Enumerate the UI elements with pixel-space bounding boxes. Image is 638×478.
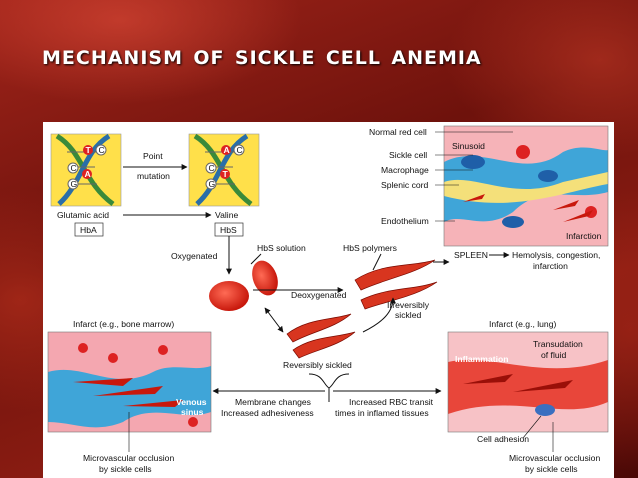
sickled-label: sickled	[395, 310, 421, 320]
sickle-cell-label: Sickle cell	[389, 150, 427, 160]
inflamed-tissues-label: times in inflamed tissues	[335, 408, 429, 418]
mutation-label: mutation	[137, 171, 170, 181]
micro-left-2: by sickle cells	[99, 464, 152, 474]
sinusoid-label: Sinusoid	[452, 141, 485, 151]
spleen-illustration	[443, 125, 609, 247]
dna-hba-box: T C C A G	[50, 133, 122, 207]
endothelium-label: Endothelium	[381, 216, 429, 226]
diagram-panel: T C C A G A C C T G Point mutation Gluta…	[43, 122, 614, 478]
macrophage-label: Macrophage	[381, 165, 429, 175]
of-fluid-label: of fluid	[541, 350, 567, 360]
dna-hbs-box: A C C T G	[188, 133, 260, 207]
base-left-2: C	[99, 145, 105, 155]
micro-left-1: Microvascular occlusion	[83, 453, 174, 463]
base-right-4: T	[223, 169, 229, 179]
micro-right-1: Microvascular occlusion	[509, 453, 600, 463]
base-right-1: A	[224, 145, 230, 155]
venous-label: Venous	[176, 397, 207, 407]
micro-right-2: by sickle cells	[525, 464, 578, 474]
base-right-5: G	[209, 179, 216, 189]
infarct-lung-label: Infarct (e.g., lung)	[489, 319, 556, 329]
base-right-3: C	[209, 163, 215, 173]
hbs-label: HbS	[220, 225, 237, 235]
splenic-cord-label: Splenic cord	[381, 180, 429, 190]
sinus-label: sinus	[181, 407, 204, 417]
spleen-effects-2: infarction	[533, 261, 568, 271]
adhesiveness-label: Increased adhesiveness	[221, 408, 314, 418]
pathogenesis-diagram: T C C A G A C C T G Point mutation Gluta…	[47, 125, 609, 474]
hbs-polymers-label: HbS polymers	[343, 243, 397, 253]
membrane-changes-label: Membrane changes	[235, 397, 311, 407]
irreversibly-label: Irreversibly	[387, 300, 430, 310]
slide-title: Mechanism of Sickle cell anemia	[42, 40, 482, 71]
cell-adhesion-label: Cell adhesion	[477, 434, 529, 444]
rbc-transit-label: Increased RBC transit	[349, 397, 434, 407]
oxygenated-rbc	[209, 281, 249, 311]
hba-label: HbA	[80, 225, 97, 235]
valine-label: Valine	[215, 210, 238, 220]
hbs-polymer-cell-1	[354, 259, 436, 291]
glutamic-acid-label: Glutamic acid	[57, 210, 109, 220]
bone-marrow-illustration	[47, 331, 212, 433]
hbs-solution-label: HbS solution	[257, 243, 306, 253]
hbs-polymer-cell-2	[360, 281, 438, 310]
reversible-sickle-1	[286, 313, 352, 343]
spleen-label: SPLEEN	[454, 250, 488, 260]
inflammation-label: Inflammation	[455, 354, 508, 364]
hbs-solution-rbc	[252, 260, 278, 296]
base-left-3: C	[71, 163, 77, 173]
reversible-sickle-2	[292, 331, 356, 359]
base-left-1: T	[86, 145, 92, 155]
transudation-label: Transudation	[533, 339, 583, 349]
base-left-4: A	[85, 169, 91, 179]
lung-illustration	[447, 331, 609, 433]
infarction-label: Infarction	[566, 231, 602, 241]
spleen-effects-1: Hemolysis, congestion,	[512, 250, 600, 260]
normal-red-cell-label: Normal red cell	[369, 127, 427, 137]
point-label: Point	[143, 151, 163, 161]
base-left-5: G	[71, 179, 78, 189]
reversibly-sickled-label: Reversibly sickled	[283, 360, 352, 370]
infarct-bone-label: Infarct (e.g., bone marrow)	[73, 319, 174, 329]
deoxygenated-label: Deoxygenated	[291, 290, 347, 300]
base-right-2: C	[237, 145, 243, 155]
oxygenated-label: Oxygenated	[171, 251, 218, 261]
